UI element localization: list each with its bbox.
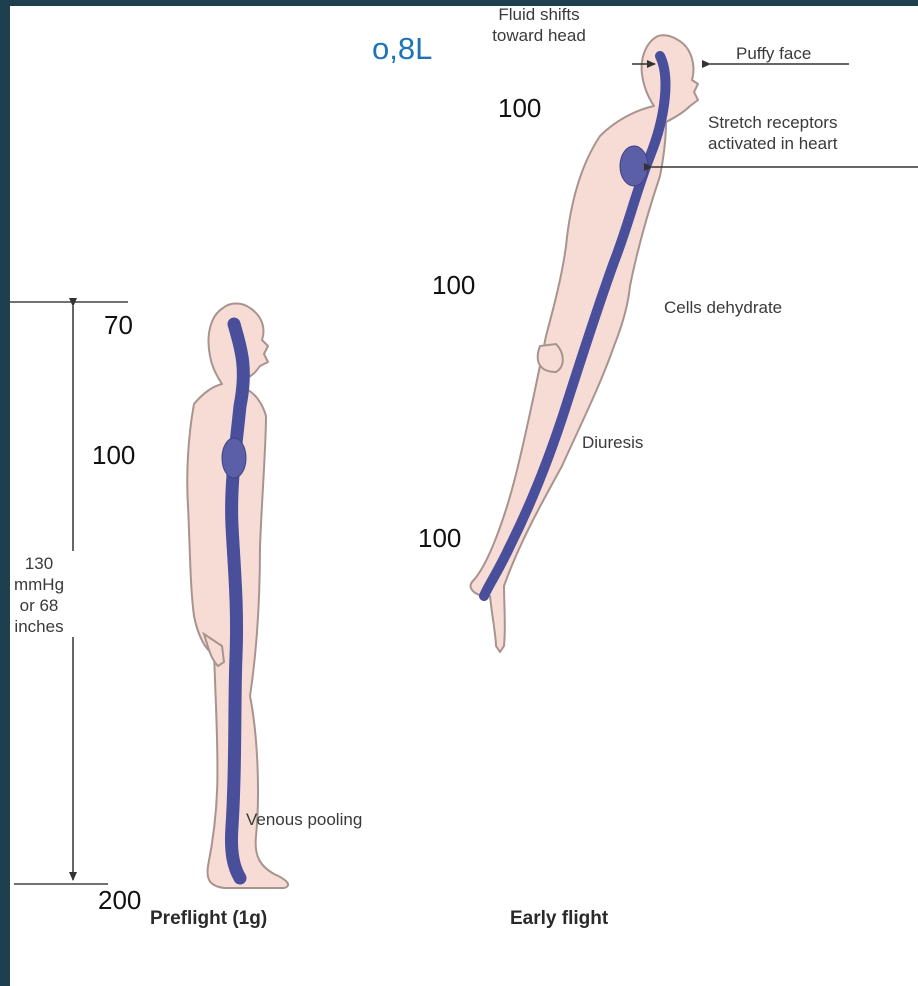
diagram-panel: 70 100 200 130 mmHg or 68 inches Venous … [10, 6, 918, 986]
preflight-feet-pressure: 200 [98, 886, 141, 914]
preflight-heart-pressure: 100 [92, 441, 135, 469]
puffy-face-label: Puffy face [736, 43, 811, 64]
cells-dehydrate-label: Cells dehydrate [664, 297, 782, 318]
preflight-body [187, 304, 288, 889]
diuresis-label: Diuresis [582, 432, 643, 453]
venous-pooling-label: Venous pooling [246, 809, 362, 830]
fluid-volume-label: o,8L [372, 32, 432, 66]
preflight-caption: Preflight (1g) [150, 908, 267, 930]
early-feet-pressure: 100 [418, 524, 461, 552]
early-flight-hand [538, 344, 563, 372]
preflight-heart [222, 438, 246, 478]
height-label: 130 mmHg or 68 inches [10, 553, 74, 637]
early-flight-caption: Early flight [510, 908, 608, 930]
fluid-shift-label: Fluid shifts toward head [464, 6, 614, 46]
stretch-receptors-label: Stretch receptors activated in heart [708, 112, 837, 154]
preflight-head-pressure: 70 [104, 311, 133, 339]
early-flight-heart [620, 146, 648, 186]
early-head-pressure: 100 [498, 94, 541, 122]
early-flight-body [471, 35, 698, 652]
early-heart-pressure: 100 [432, 271, 475, 299]
